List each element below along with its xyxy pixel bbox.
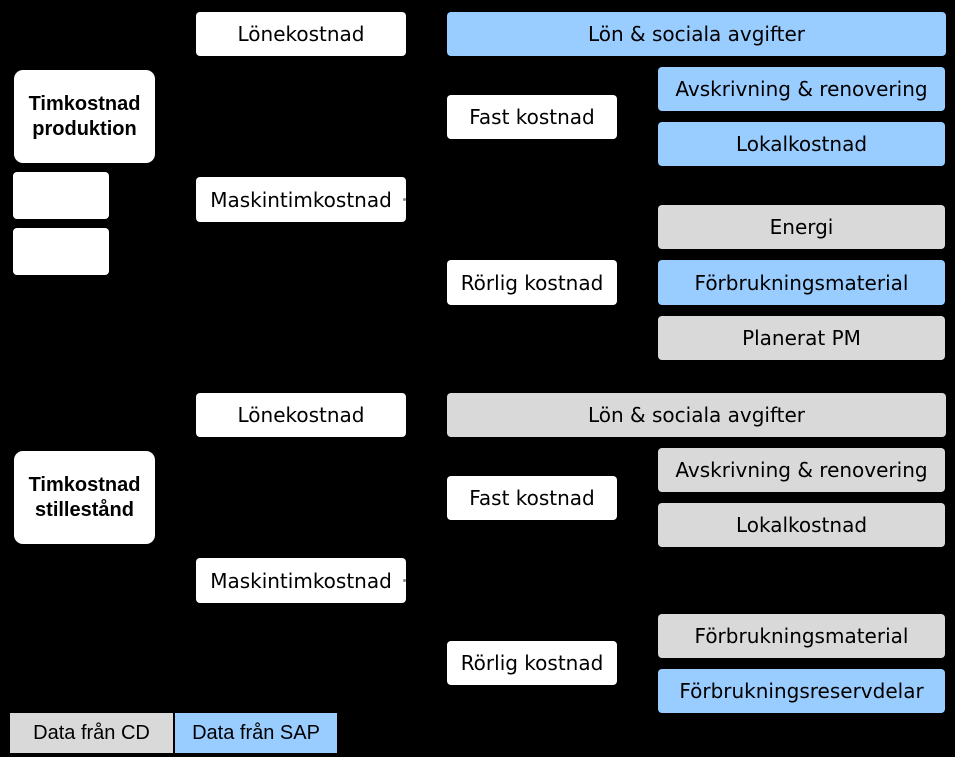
production-forbrukningsmaterial-node: Förbrukningsmaterial [658,260,945,305]
production-avskrivning-node: Avskrivning & renovering [658,67,945,111]
standstill-lonekostnad-node: Lönekostnad [196,393,406,437]
root-production-node: Timkostnad produktion [14,70,155,163]
production-lokalkostnad-node: Lokalkostnad [658,122,945,166]
standstill-avskrivning-node: Avskrivning & renovering [658,448,945,492]
production-lonekostnad-node: Lönekostnad [196,12,406,56]
root-standstill-node: Timkostnad stillestånd [14,451,155,544]
production-planerat-pm-node: Planerat PM [658,316,945,360]
connector-dot [403,579,406,582]
production-maskintimkostnad-node: Maskintimkostnad [196,177,406,222]
standstill-forbrukningsreservdelar-node: Förbrukningsreservdelar [658,669,945,713]
production-lon-sociala-node: Lön & sociala avgifter [447,12,946,56]
legend-sap: Data från SAP [175,713,337,753]
standstill-lon-sociala-node: Lön & sociala avgifter [447,393,946,437]
blank-box-1 [13,172,109,219]
production-energi-node: Energi [658,205,945,249]
standstill-lokalkostnad-node: Lokalkostnad [658,503,945,547]
legend-cd: Data från CD [10,713,173,753]
blank-box-2 [13,228,109,275]
production-fast-kostnad-node: Fast kostnad [447,95,617,139]
standstill-fast-kostnad-node: Fast kostnad [447,476,617,520]
connector-dot [403,198,406,201]
standstill-rorlig-kostnad-node: Rörlig kostnad [447,641,617,685]
production-rorlig-kostnad-node: Rörlig kostnad [447,260,617,305]
standstill-forbrukningsmaterial-node: Förbrukningsmaterial [658,614,945,658]
standstill-maskintimkostnad-node: Maskintimkostnad [196,558,406,603]
